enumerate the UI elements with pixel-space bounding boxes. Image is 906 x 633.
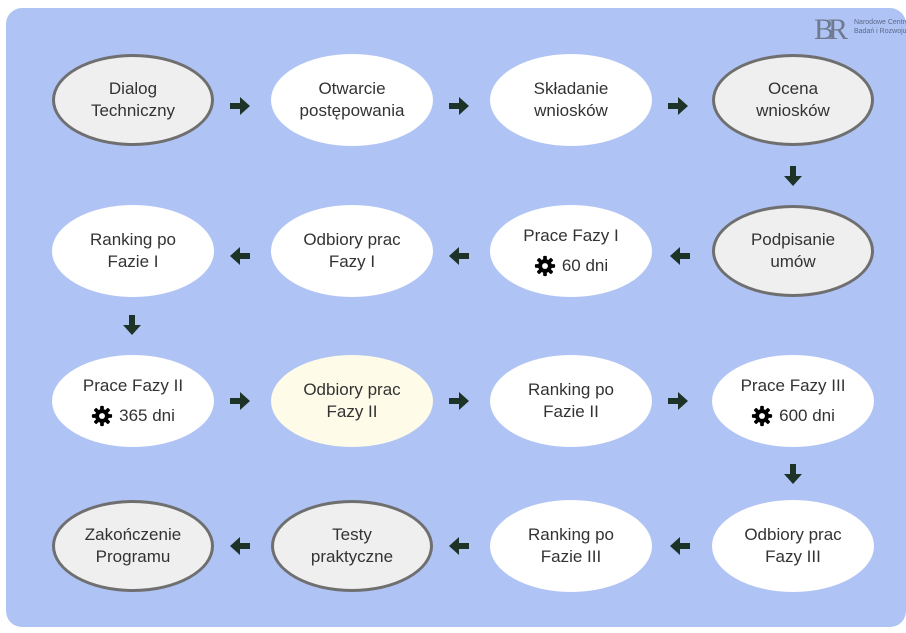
arrow-left-icon [230,537,250,555]
node-label: Prace Fazy II [82,376,184,395]
arrow-left-icon [449,537,469,555]
node-podpisanie-umow: Podpisanie umów [712,205,874,297]
node-label: Składanie wniosków [533,79,609,120]
node-label: Prace Fazy I [523,226,619,245]
node-ranking-faza-2: Ranking po Fazie II [490,355,652,447]
node-label: Prace Fazy III [740,376,846,395]
duration: 60 dni [534,255,608,277]
ncbr-logo: BR Narodowe Centrum Badań i Rozwoju [814,14,906,50]
duration: 365 dni [91,405,175,427]
duration-label: 60 dni [561,256,609,275]
node-label: Zakończenie Programu [84,525,182,566]
node-zakonczenie-programu: Zakończenie Programu [52,500,214,592]
node-ranking-faza-3: Ranking po Fazie III [490,500,652,592]
duration-label: 600 dni [779,406,835,425]
arrow-left-icon [670,537,690,555]
arrow-down-icon [784,166,802,186]
node-odbiory-faza-3: Odbiory prac Fazy III [712,500,874,592]
arrow-down-icon [123,315,141,335]
arrow-down-icon [784,464,802,484]
logo-name: Narodowe Centrum Badań i Rozwoju [854,18,906,36]
arrow-right-icon [449,392,469,410]
node-prace-faza-3: Prace Fazy III 600 dni [712,355,874,447]
arrow-left-icon [670,247,690,265]
gear-icon [92,405,113,427]
node-label: Odbiory prac Fazy II [303,380,401,421]
node-testy-praktyczne: Testy praktyczne [271,500,433,592]
node-label: Ranking po Fazie I [89,230,176,271]
node-skladanie-wnioskow: Składanie wniosków [490,54,652,146]
node-label: Podpisanie umów [750,230,836,271]
arrow-right-icon [230,97,250,115]
node-dialog-techniczny: Dialog Techniczny [52,54,214,146]
node-odbiory-faza-1: Odbiory prac Fazy I [271,205,433,297]
node-label: Ocena wniosków [756,79,830,120]
node-label: Odbiory prac Fazy I [303,230,401,271]
arrow-right-icon [449,97,469,115]
node-label: Dialog Techniczny [90,79,176,120]
gear-icon [534,255,555,277]
arrow-right-icon [230,392,250,410]
node-prace-faza-2: Prace Fazy II 365 dni [52,355,214,447]
node-ranking-faza-1: Ranking po Fazie I [52,205,214,297]
arrow-left-icon [449,247,469,265]
arrow-right-icon [668,392,688,410]
duration: 600 dni [751,405,835,427]
node-label: Odbiory prac Fazy III [744,525,842,566]
node-prace-faza-1: Prace Fazy I 60 dni [490,205,652,297]
arrow-right-icon [668,97,688,115]
duration-label: 365 dni [119,406,175,425]
logo-mark: BR [814,13,848,46]
logo-name-line2: Badań i Rozwoju [854,28,906,35]
node-otwarcie-postepowania: Otwarcie postępowania [271,54,433,146]
logo-name-line1: Narodowe Centrum [854,19,906,26]
arrow-left-icon [230,247,250,265]
node-label: Testy praktyczne [310,525,394,566]
node-label: Otwarcie postępowania [299,79,405,120]
gear-icon [752,405,773,427]
node-odbiory-faza-2: Odbiory prac Fazy II [271,355,433,447]
node-label: Ranking po Fazie III [527,525,614,566]
node-ocena-wnioskow: Ocena wniosków [712,54,874,146]
node-label: Ranking po Fazie II [527,380,614,421]
